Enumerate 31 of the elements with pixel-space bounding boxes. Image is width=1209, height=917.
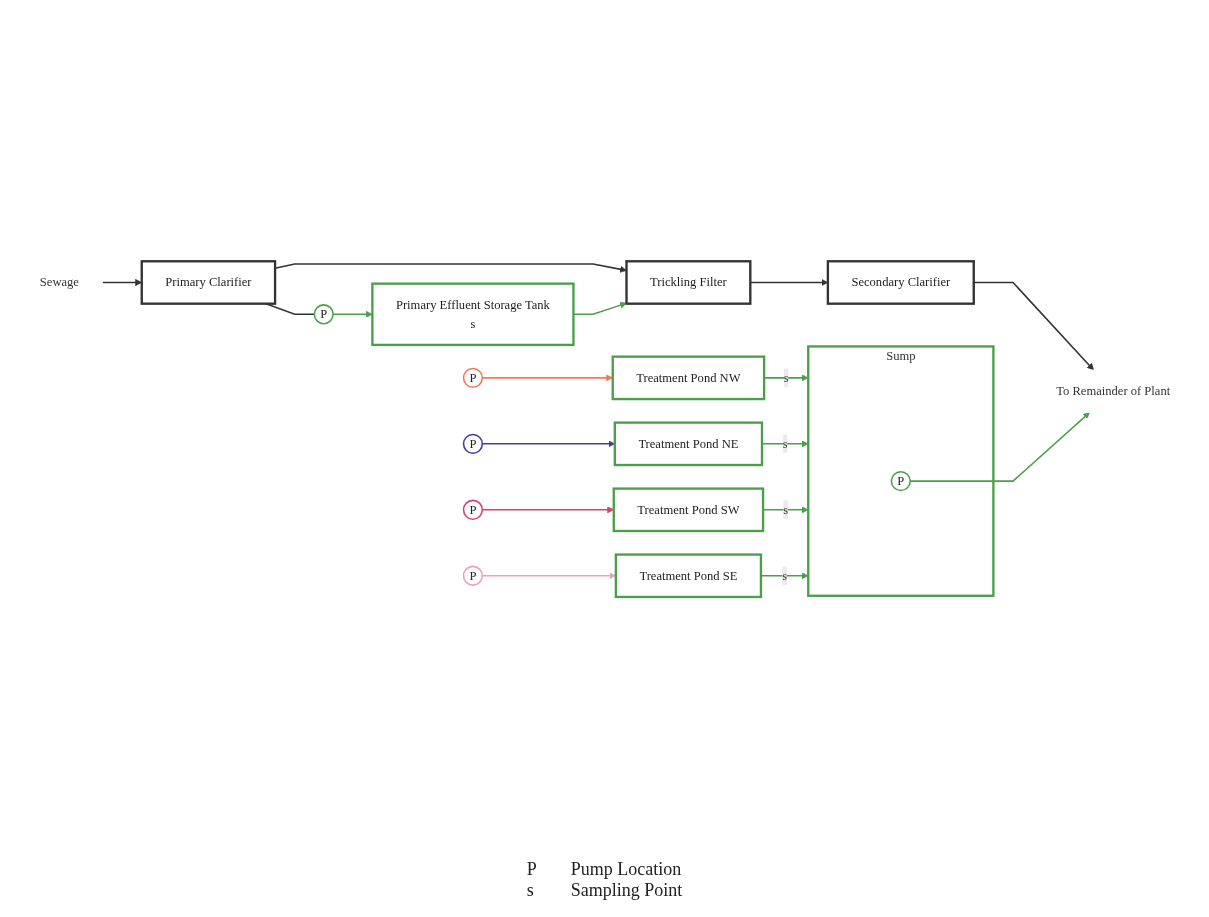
node-box: Secondary Clarifier — [826, 260, 975, 306]
node-box: Treatment Pond NE — [613, 421, 763, 467]
edge-label: s — [781, 569, 787, 583]
node-box: Primary Effluent Storage Tank s — [370, 282, 575, 347]
node-box: Treatment Pond SE — [614, 553, 762, 599]
node-box: Treatment Pond SW — [612, 487, 764, 533]
arrow — [481, 572, 616, 580]
node-box: Trickling Filter — [624, 260, 751, 306]
node-circle: P — [462, 434, 483, 455]
edge-label: s — [782, 503, 788, 517]
arrow — [481, 440, 615, 448]
edge-label: s — [783, 371, 789, 385]
edge-label: s — [782, 437, 788, 451]
node-text: Sewage — [39, 275, 79, 290]
legend-text: Sampling Point — [570, 880, 683, 901]
node-circle: P — [462, 500, 483, 521]
node-circle: P — [313, 304, 334, 325]
arrow — [481, 374, 613, 382]
node-circle: P — [890, 471, 911, 492]
node-box: Treatment Pond NW — [611, 355, 765, 401]
arrow — [101, 279, 142, 287]
legend-text: Pump Location — [570, 859, 683, 880]
legend-text: s — [526, 880, 535, 901]
arrow — [481, 506, 614, 514]
arrow — [749, 279, 828, 287]
node-text: To Remainder of Plant — [1055, 384, 1170, 398]
node-circle: P — [462, 565, 483, 587]
node-circle: P — [462, 368, 483, 389]
node-box: Primary Clarifier — [140, 260, 276, 306]
arrow — [572, 302, 627, 316]
legend-text: P — [526, 859, 538, 880]
